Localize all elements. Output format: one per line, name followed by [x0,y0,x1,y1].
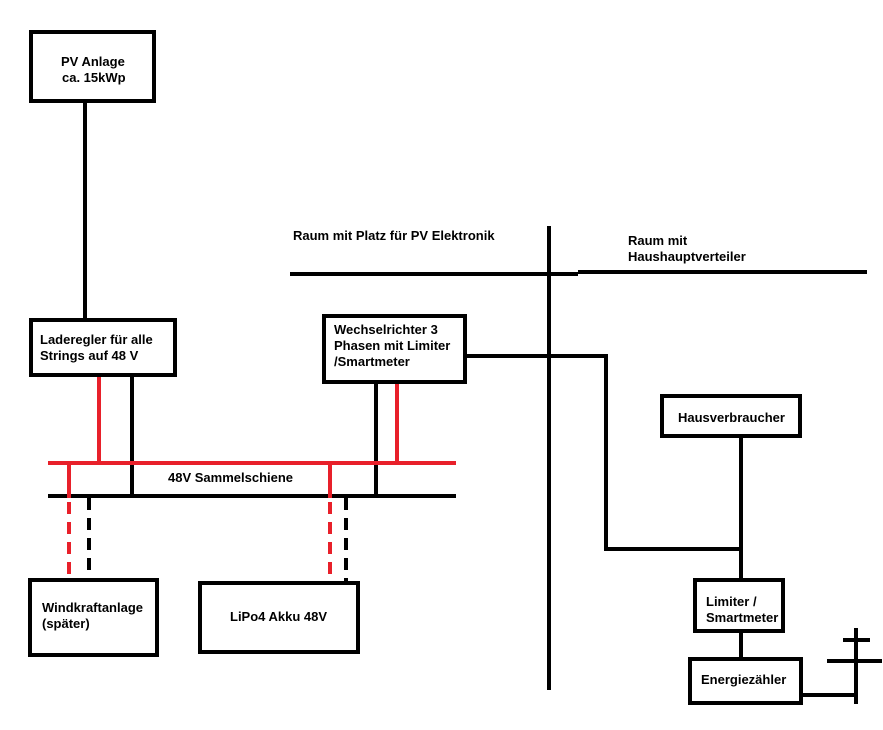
limiter-line1: Limiter / [706,594,757,609]
limiter-smartmeter-box: Limiter / Smartmeter [693,578,785,633]
laderegler-line1: Laderegler für alle [40,332,153,347]
hausverbraucher-line1: Hausverbraucher [678,410,785,425]
lipo-line1: LiPo4 Akku 48V [230,609,328,624]
pv-anlage-line1: PV Anlage [61,54,125,69]
windkraft-line1: Windkraftanlage [42,600,144,615]
windkraftanlage-box: Windkraftanlage (später) [28,578,159,657]
wechselrichter-line3: /Smartmeter [334,354,410,369]
hausverbraucher-box: Hausverbraucher [660,394,802,438]
wechselrichter-line1: Wechselrichter 3 [334,322,438,337]
energiezaehler-line1: Energiezähler [701,672,787,687]
laderegler-line2: Strings auf 48 V [40,348,139,363]
wechselrichter-line2: Phasen mit Limiter [334,338,451,353]
limiter-line2: Smartmeter [706,610,779,625]
lipo-akku-box: LiPo4 Akku 48V [198,581,360,654]
laderegler-box: Laderegler für alle Strings auf 48 V [29,318,177,377]
pv-anlage-line2: ca. 15kWp [62,70,126,85]
raum-haus-line1: Raum mit [628,233,688,248]
raum-pv-label: Raum mit Platz für PV Elektronik [293,228,495,243]
raum-haus-label: Raum mit Haushauptverteiler [628,233,746,265]
wire-wr-limiter [465,354,741,551]
energiezaehler-box: Energiezähler [688,657,803,705]
sammelschiene-label: 48V Sammelschiene [168,470,294,485]
wechselrichter-box: Wechselrichter 3 Phasen mit Limiter /Sma… [322,314,467,384]
raum-haus-line2: Haushauptverteiler [628,249,746,264]
windkraft-line2: (später) [42,616,90,631]
pv-anlage-box: PV Anlage ca. 15kWp [29,30,156,103]
